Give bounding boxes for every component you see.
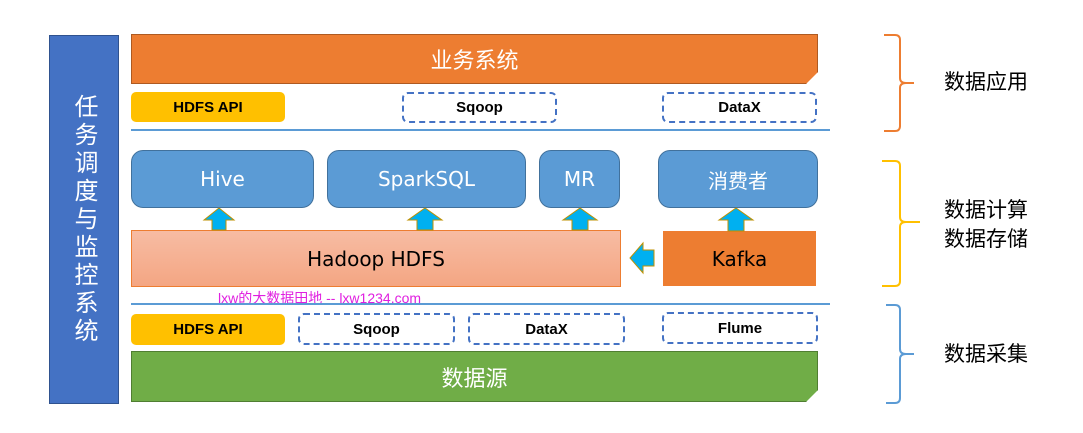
divider-bottom	[131, 303, 830, 305]
collect-sqoop-label: Sqoop	[353, 320, 400, 338]
arrow-up-hive-icon	[202, 207, 236, 231]
scheduling-monitoring-sidebar: 任务调度与监控系统	[49, 35, 119, 404]
hive-box: Hive	[131, 150, 314, 208]
hadoop-hdfs-box: Hadoop HDFS	[131, 230, 621, 287]
mr-label: MR	[563, 167, 596, 191]
label-line: 数据应用	[944, 70, 1028, 94]
arrow-up-sparksql-icon	[406, 207, 444, 231]
collect-hdfs-api-box: HDFS API	[131, 314, 285, 345]
mr-box: MR	[539, 150, 620, 208]
label-data-application: 数据应用	[944, 68, 1028, 97]
watermark-link[interactable]: lxw的大数据田地 -- lxw1234.com	[218, 290, 422, 306]
collect-hdfs-api-label: HDFS API	[173, 321, 243, 338]
app-hdfs-api-label: HDFS API	[173, 98, 243, 116]
business-system-label: 业务系统	[430, 49, 519, 74]
bracket-compute-storage-icon	[882, 160, 920, 287]
collect-sqoop-box: Sqoop	[298, 313, 455, 345]
data-source-band: 数据源	[131, 351, 818, 402]
sparksql-box: SparkSQL	[327, 150, 526, 208]
collect-flume-box: Flume	[662, 312, 818, 344]
hive-label: Hive	[200, 167, 245, 191]
app-sqoop-label: Sqoop	[456, 99, 503, 116]
kafka-box: Kafka	[663, 231, 816, 286]
app-hdfs-api-box: HDFS API	[131, 92, 285, 122]
collect-datax-label: DataX	[525, 320, 568, 338]
arrow-up-mr-icon	[561, 207, 599, 231]
hadoop-hdfs-label: Hadoop HDFS	[307, 246, 445, 271]
label-data-compute-storage: 数据计算 数据存储	[944, 196, 1028, 254]
label-line: 数据采集	[944, 342, 1028, 366]
divider-top	[131, 129, 830, 131]
arrow-up-consumer-icon	[717, 207, 755, 232]
label-line: 数据存储	[944, 227, 1028, 251]
collect-flume-label: Flume	[717, 319, 763, 337]
sparksql-label: SparkSQL	[377, 167, 476, 191]
data-source-label: 数据源	[441, 366, 508, 392]
business-system-band: 业务系统	[131, 34, 818, 84]
app-datax-label: DataX	[718, 99, 761, 116]
sidebar-label: 任务调度与监控系统	[70, 93, 98, 346]
app-sqoop-box: Sqoop	[402, 92, 557, 123]
app-datax-box: DataX	[662, 92, 817, 123]
arrow-left-hdfs-icon	[629, 241, 655, 275]
bracket-application-icon	[884, 34, 914, 132]
kafka-label: Kafka	[711, 246, 768, 271]
collect-datax-box: DataX	[468, 313, 625, 345]
consumer-label: 消费者	[708, 168, 768, 193]
brackets-layer	[882, 34, 920, 404]
consumer-box: 消费者	[658, 150, 818, 208]
label-line: 数据计算	[944, 198, 1028, 222]
bracket-collection-icon	[886, 304, 914, 404]
label-data-collection: 数据采集	[944, 340, 1028, 369]
